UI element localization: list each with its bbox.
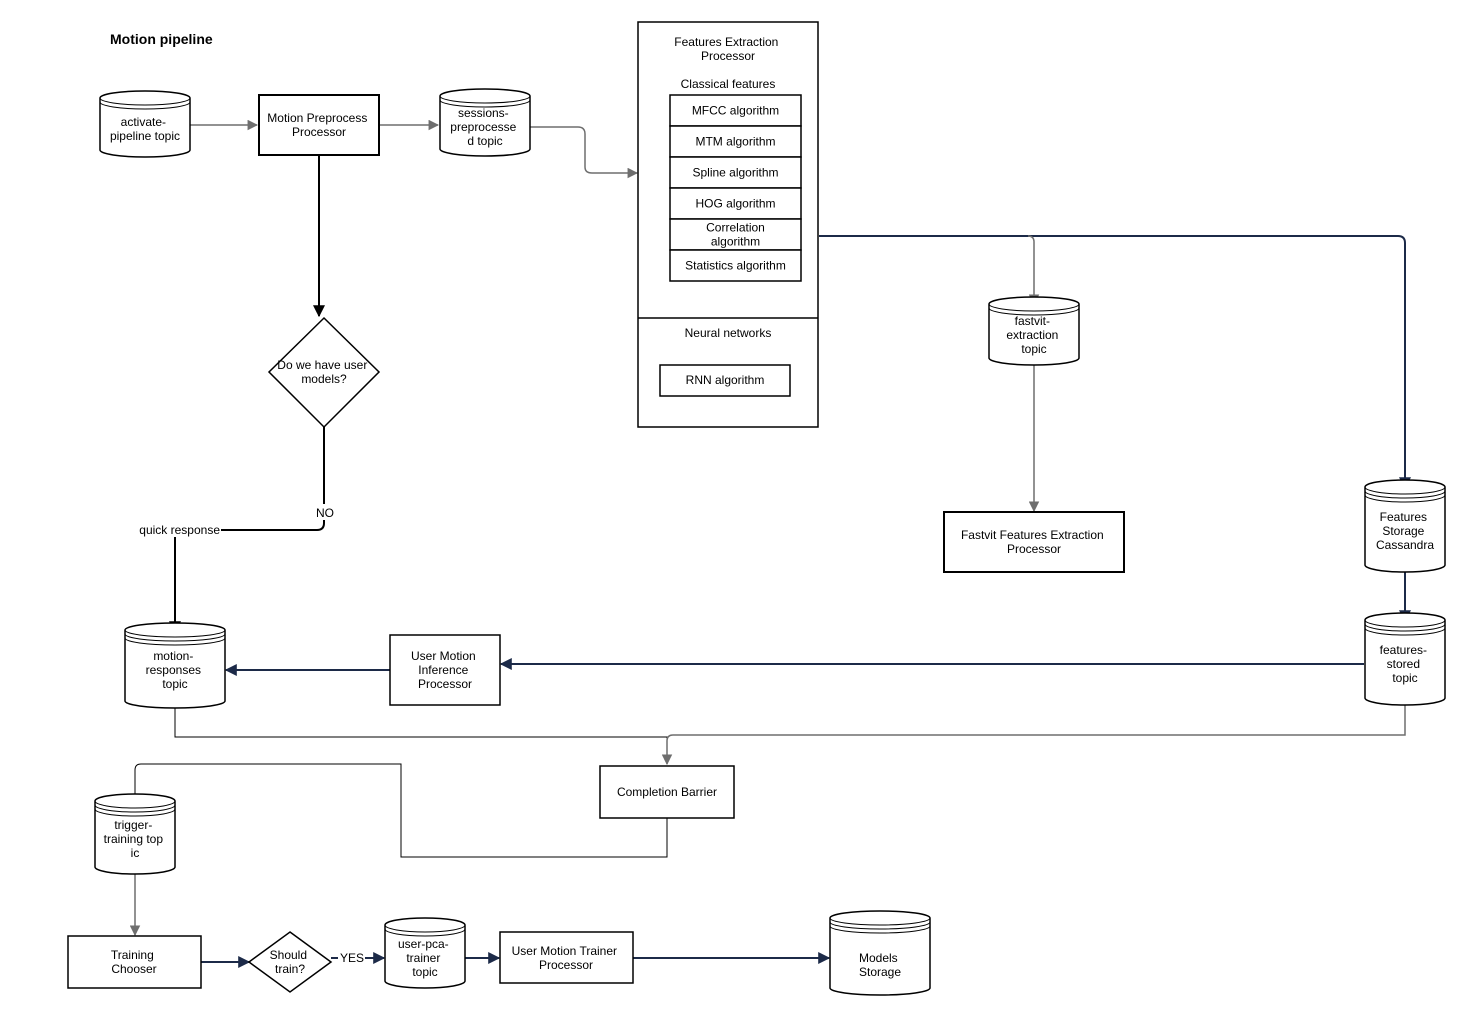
edge-responses-to-completion (174, 708, 670, 765)
algorithm-label: Spline algorithm (692, 166, 778, 180)
algorithm-label: MFCC algorithm (692, 104, 779, 118)
algorithm-label: HOG algorithm (695, 197, 775, 211)
classical-features-label: Classical features (681, 77, 776, 91)
algorithm-label: Statistics algorithm (685, 259, 786, 273)
edge-label-yes: YES (340, 951, 364, 965)
sessions-topic-label: sessions- preprocesse d topic (450, 106, 519, 148)
inference-label: User Motion Inference Processor (411, 649, 479, 691)
decision-should-train-label: Should train? (270, 948, 311, 976)
features-storage-cassandra: Features Storage Cassandra (1364, 479, 1446, 573)
neural-networks-label: Neural networks (685, 326, 772, 340)
algorithm-label: MTM algorithm (695, 135, 775, 149)
edge-stored-topic-to-completion (661, 704, 1406, 766)
motion-preprocess-processor: Motion Preprocess Processor (258, 94, 380, 156)
rnn-algorithm-label: RNN algorithm (686, 373, 765, 387)
user-pca-trainer-topic: user-pca- trainer topic (384, 917, 466, 989)
edges (129, 119, 1411, 968)
activate-topic-label: activate- pipeline topic (110, 115, 180, 143)
algorithm-box (669, 249, 802, 282)
edge-sessions-to-features (530, 126, 639, 179)
rnn-algorithm-box (659, 364, 791, 397)
features-stored-topic-label: features- stored topic (1380, 643, 1431, 685)
sessions-preprocessed-topic: sessions- preprocesse d topic (439, 88, 531, 157)
algorithm-box (669, 94, 802, 127)
responses-topic-label: motion- responses topic (146, 649, 205, 691)
algorithm-box (669, 125, 802, 158)
motion-responses-topic: motion- responses topic (124, 622, 226, 709)
features-extraction-processor: Features Extraction Processor Classical … (637, 21, 819, 428)
edge-completion-to-trigger (132, 763, 668, 858)
trigger-training-topic: trigger- training top ic (94, 793, 176, 875)
edge-label-quick-response: quick response (139, 523, 220, 537)
fastvit-processor-label: Fastvit Features Extraction Processor (961, 528, 1107, 556)
trainer-label: User Motion Trainer Processor (512, 944, 621, 972)
decision-should-train: Should train? (247, 931, 333, 993)
fastvit-topic-label: fastvit- extraction topic (1006, 314, 1061, 356)
user-motion-inference-processor: User Motion Inference Processor (389, 634, 501, 706)
completion-barrier: Completion Barrier (599, 765, 735, 819)
diagram-title: Motion pipeline (110, 31, 213, 47)
features-stored-topic: features- stored topic (1364, 612, 1446, 706)
edge-features-to-storage (819, 235, 1411, 490)
algorithm-box (669, 187, 802, 220)
decision-user-models-label: Do we have user models? (277, 358, 370, 386)
fastvit-processor: Fastvit Features Extraction Processor (943, 511, 1125, 573)
edge-features-to-fastvit-topic (1027, 235, 1040, 306)
features-processor-title: Features Extraction Processor (674, 35, 781, 63)
fastvit-extraction-topic: fastvit- extraction topic (988, 296, 1080, 366)
training-chooser-label: Training Chooser (111, 948, 157, 976)
edge-decision-no (221, 427, 325, 531)
preprocess-label: Motion Preprocess Processor (267, 111, 370, 139)
features-storage-label: Features Storage Cassandra (1376, 510, 1434, 552)
training-chooser: Training Chooser (67, 935, 202, 989)
completion-barrier-label: Completion Barrier (617, 785, 717, 799)
trigger-topic-label: trigger- training top ic (104, 818, 167, 860)
models-storage-label: Models Storage (859, 951, 901, 979)
activate-pipeline-topic: activate- pipeline topic (99, 90, 191, 158)
pca-topic-label: user-pca- trainer topic (398, 937, 452, 979)
algorithm-box (669, 218, 802, 251)
edge-label-no: NO (316, 506, 334, 520)
decision-user-models: Do we have user models? (267, 316, 381, 429)
models-storage: Models Storage (829, 910, 931, 996)
user-motion-trainer-processor: User Motion Trainer Processor (499, 931, 634, 984)
